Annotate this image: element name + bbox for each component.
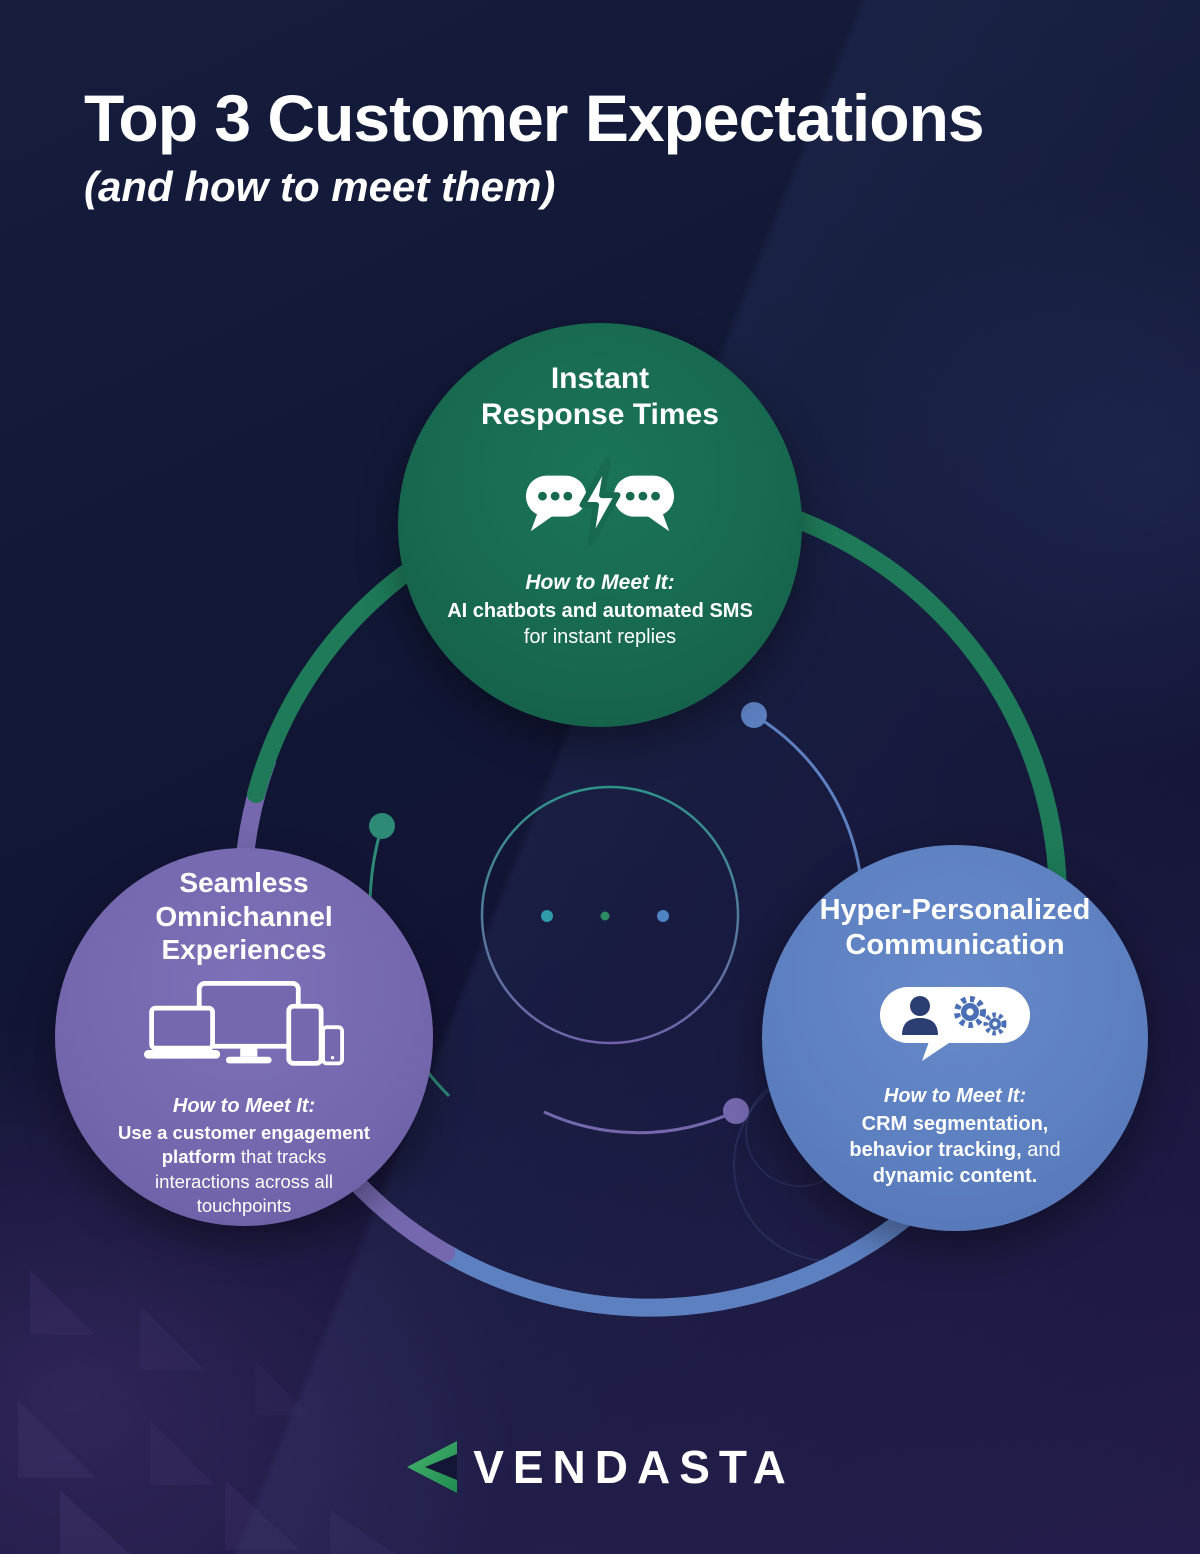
inner-circle xyxy=(480,785,740,1045)
expectation-card-instant-response: Instant Response Times How to Meet It: A… xyxy=(398,323,802,727)
devices-icon xyxy=(144,980,344,1081)
card-title-line: Omnichannel xyxy=(155,900,333,932)
how-to-meet-label: How to Meet It: xyxy=(525,571,675,594)
page-subtitle: (and how to meet them) xyxy=(84,163,556,211)
vendasta-mark-icon xyxy=(407,1441,458,1493)
header: Top 3 Customer Expectations (and how to … xyxy=(84,81,985,211)
card-title-line: Instant xyxy=(550,362,650,395)
expectation-card-hyper-personalized: Hyper-Personalized Communication How to … xyxy=(762,845,1148,1231)
body-line: dynamic content. xyxy=(872,1165,1038,1188)
body-line: interactions across all xyxy=(155,1170,333,1192)
vendasta-wordmark: VENDASTA xyxy=(473,1441,795,1493)
page-title: Top 3 Customer Expectations xyxy=(84,81,985,155)
chat-lightning-icon xyxy=(522,457,678,547)
card-title-line: Response Times xyxy=(481,398,719,431)
body-line: touchpoints xyxy=(196,1195,292,1216)
center-dot-blue xyxy=(657,910,669,922)
body-line: AI chatbots and automated SMS xyxy=(447,600,753,622)
card-title: Hyper-Personalized Communication xyxy=(820,893,1091,963)
card-body: AI chatbots and automated SMS for instan… xyxy=(447,598,753,651)
card-title-line: Communication xyxy=(845,928,1065,961)
body-line: platform that tracks xyxy=(161,1146,327,1168)
how-to-meet-label: How to Meet It: xyxy=(172,1094,316,1117)
body-line: CRM segmentation, xyxy=(861,1112,1049,1135)
center-dot-green xyxy=(600,911,610,921)
node-dot-purple xyxy=(723,1098,749,1124)
card-title-line: Hyper-Personalized xyxy=(819,894,1091,926)
node-dot-blue xyxy=(741,702,767,728)
card-title: Instant Response Times xyxy=(481,361,719,433)
thin-arc-purple xyxy=(543,1109,737,1135)
vendasta-logo: VENDASTA xyxy=(0,1438,1200,1496)
card-title-line: Seamless xyxy=(179,867,309,898)
card-title: Seamless Omnichannel Experiences xyxy=(155,866,332,967)
node-dot-green xyxy=(369,813,395,839)
how-to-meet-label: How to Meet It: xyxy=(883,1084,1027,1107)
card-body: Use a customer engagement platform that … xyxy=(118,1121,370,1219)
center-dot-teal xyxy=(541,910,553,922)
body-line: for instant replies xyxy=(523,626,677,649)
card-title-line: Experiences xyxy=(161,934,327,966)
card-body: CRM segmentation, behavior tracking, and… xyxy=(849,1111,1060,1190)
body-line: Use a customer engagement xyxy=(118,1121,370,1143)
body-line: behavior tracking, and xyxy=(849,1138,1061,1161)
triangle-pattern-decor xyxy=(18,1270,395,1554)
person-gears-icon xyxy=(880,983,1030,1063)
expectation-card-omnichannel: Seamless Omnichannel Experiences How to … xyxy=(55,848,433,1226)
